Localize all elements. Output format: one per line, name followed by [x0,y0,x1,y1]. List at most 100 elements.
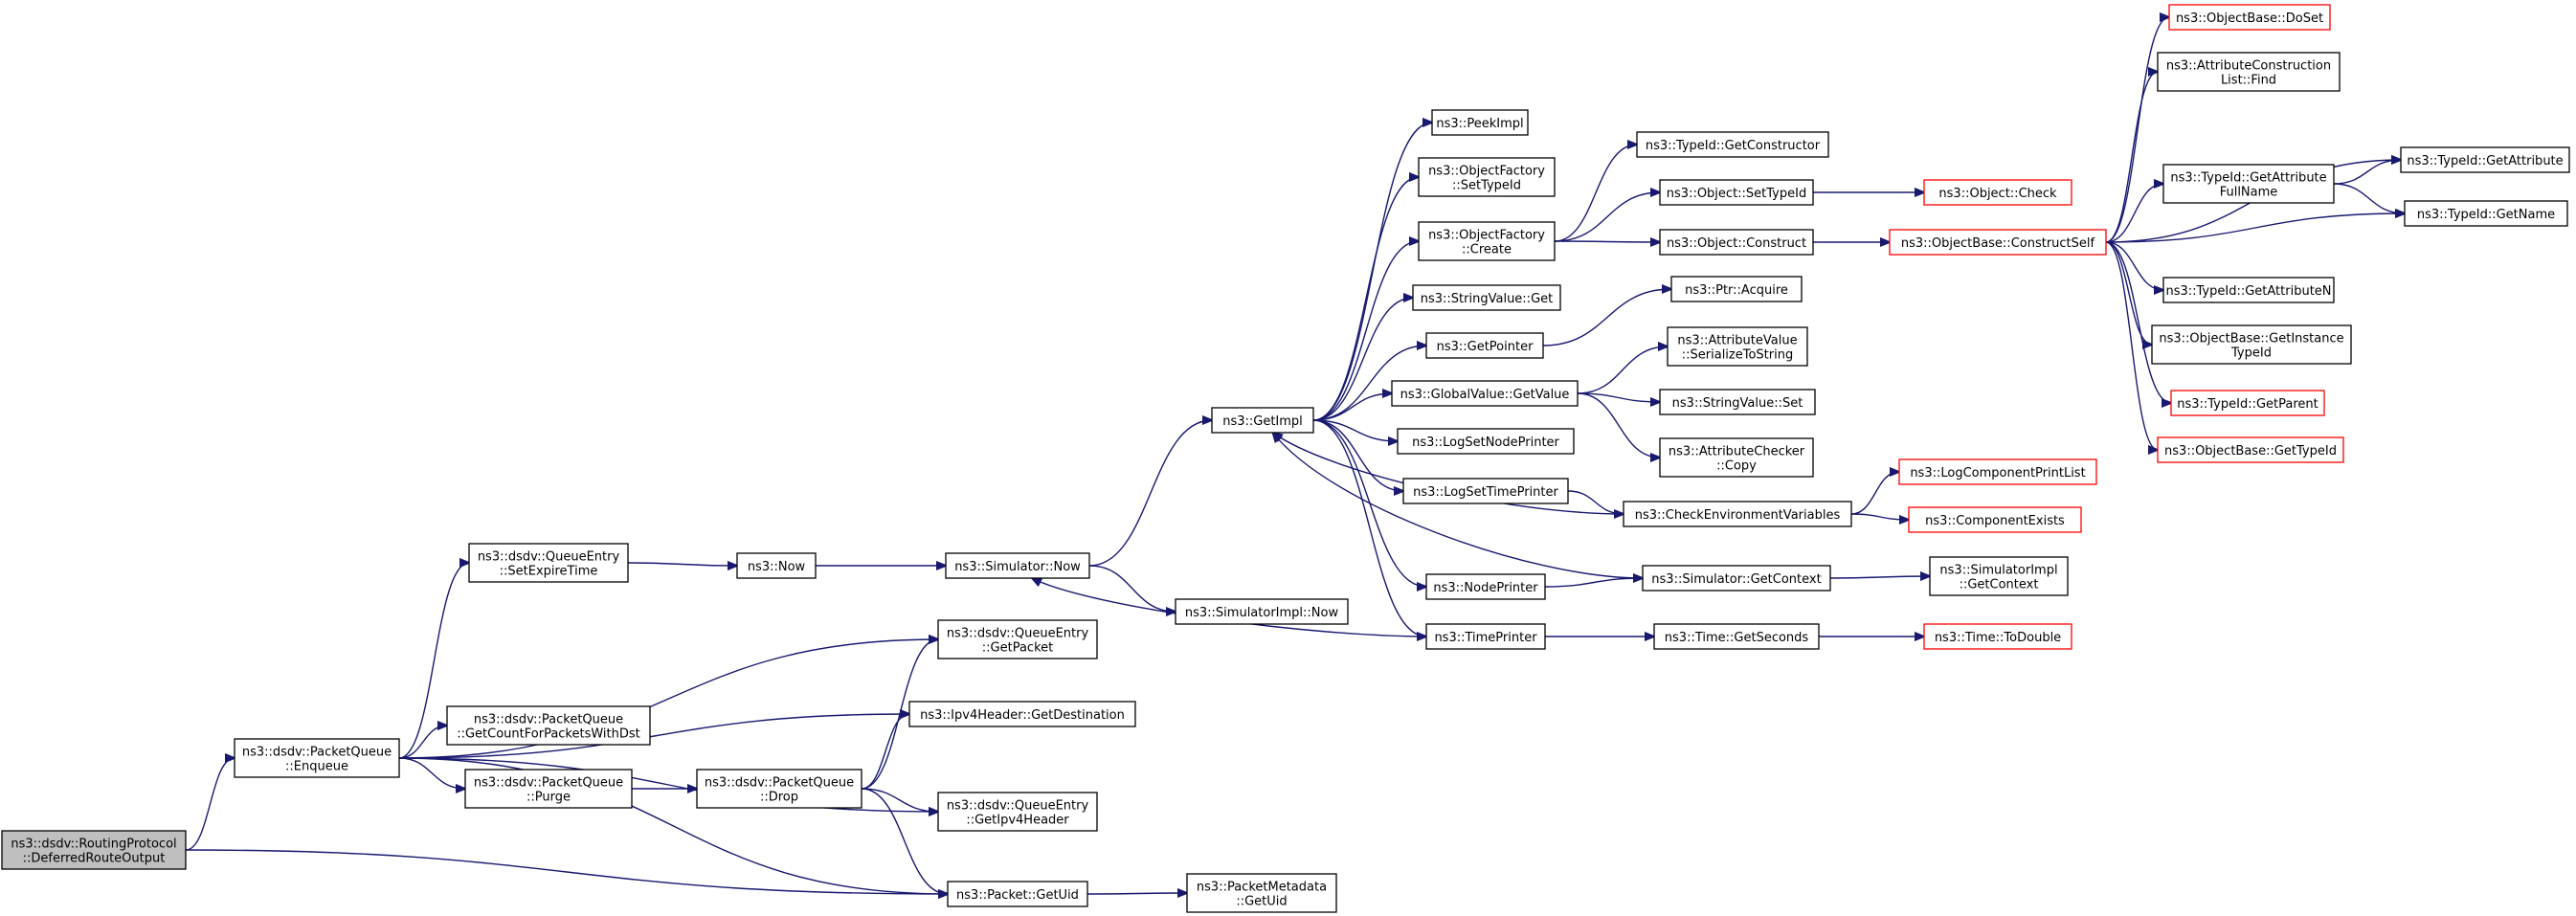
node-box [1923,623,2072,650]
node-label: ns3::dsdv::RoutingProtocol [11,838,176,852]
node-svget[interactable]: ns3::StringValue::Get [1412,284,1561,311]
node-label: TypeId [2230,346,2272,361]
node-label: ns3::dsdv::QueueEntry [947,799,1089,814]
edge-nodeprinter-to-simgetctx [1544,578,1643,588]
node-label: ::SetExpireTime [500,565,598,579]
node-label: ns3::Now [748,560,806,574]
node-label: ::Enqueue [285,760,348,774]
node-ptracquire[interactable]: ns3::Ptr::Acquire [1670,276,1803,302]
node-box [937,792,1098,832]
node-svset[interactable]: ns3::StringValue::Set [1659,389,1816,415]
node-label: ns3::Packet::GetUid [956,888,1079,903]
node-tidgetparent[interactable]: ns3::TypeId::GetParent [2170,390,2325,416]
edge-getimpl-to-gvgetvalue [1312,393,1392,421]
node-peekimpl[interactable]: ns3::PeekImpl [1431,109,1529,136]
node-logtime[interactable]: ns3::LogSetTimePrinter [1402,478,1569,504]
node-box [1211,407,1314,434]
node-box [1425,332,1544,359]
edge-checkenv-to-logcompprint [1850,472,1899,515]
node-label: ns3::ObjectBase::DoSet [2176,11,2323,26]
node-compexists[interactable]: ns3::ComponentExists [1908,506,2082,533]
node-box [1431,109,1529,136]
edge-simnow-to-getimpl [1088,420,1212,567]
node-nodeprinter[interactable]: ns3::NodePrinter [1425,573,1546,600]
node-ofcreate[interactable]: ns3::ObjectFactory::Create [1418,221,1556,261]
node-objsettypeid[interactable]: ns3::Object::SetTypeId [1659,179,1814,206]
node-setexpire[interactable]: ns3::dsdv::QueueEntry::SetExpireTime [468,543,629,583]
node-label: ns3::SimulatorImpl [1939,564,2057,578]
node-label: ::GetIpv4Header [966,814,1069,828]
node-getpacket[interactable]: ns3::dsdv::QueueEntry::GetPacket [937,619,1098,659]
node-objcheck[interactable]: ns3::Object::Check [1923,179,2072,206]
node-box [696,769,862,809]
node-label: ns3::TypeId::GetAttributeN [2165,284,2331,299]
node-label: ns3::PeekImpl [1436,117,1523,131]
node-objconstruct[interactable]: ns3::Object::Construct [1659,229,1814,256]
node-gvgetvalue[interactable]: ns3::GlobalValue::GetValue [1391,380,1579,407]
node-timetodouble[interactable]: ns3::Time::ToDouble [1923,623,2072,650]
node-drop[interactable]: ns3::dsdv::PacketQueue::Drop [696,769,862,809]
node-pmgetuid[interactable]: ns3::PacketMetadata::GetUid [1186,873,1337,913]
node-label: ns3::ComponentExists [1925,514,2065,528]
edge-getuid-to-pmgetuid [1086,893,1187,894]
node-label: ::SetTypeId [1452,179,1521,193]
edge-enqueue-to-setexpire [398,563,469,759]
node-getimpl[interactable]: ns3::GetImpl [1211,407,1314,434]
node-obconstructself[interactable]: ns3::ObjectBase::ConstructSelf [1889,229,2107,256]
edge-layer [185,17,2405,894]
node-tidgetattr[interactable]: ns3::TypeId::GetAttribute [2400,146,2570,173]
node-box [1659,229,1814,256]
node-avserialize[interactable]: ns3::AttributeValue::SerializeToString [1667,326,1808,367]
node-label: ns3::TimePrinter [1434,631,1537,645]
node-label: ns3::Ptr::Acquire [1685,283,1788,298]
node-tidgetattrn[interactable]: ns3::TypeId::GetAttributeN [2162,277,2335,303]
node-box [2168,4,2331,31]
node-logcompprint[interactable]: ns3::LogComponentPrintList [1898,458,2097,485]
node-checkenv[interactable]: ns3::CheckEnvironmentVariables [1623,501,1852,527]
node-box [1642,565,1831,592]
edge-obconstructself-to-tidgetattrfull [2105,184,2163,243]
node-obdoset[interactable]: ns3::ObjectBase::DoSet [2168,4,2331,31]
node-box [1653,623,1820,650]
node-getpointer[interactable]: ns3::GetPointer [1425,332,1544,359]
node-label: ::GetCountForPacketsWithDst [457,727,640,742]
node-box [1636,131,1829,158]
edge-root-to-enqueue [185,758,235,851]
node-label: ns3::StringValue::Get [1421,292,1553,306]
edge-getimpl-to-lognode [1312,419,1398,441]
node-simnow[interactable]: ns3::Simulator::Now [945,552,1090,579]
edge-getimpl-to-ofcreate [1312,241,1419,421]
node-accopy[interactable]: ns3::AttributeChecker::Copy [1659,437,1814,478]
node-label: ns3::Simulator::GetContext [1651,572,1821,587]
node-timegetsec[interactable]: ns3::Time::GetSeconds [1653,623,1820,650]
node-purge[interactable]: ns3::dsdv::PacketQueue::Purge [464,769,633,809]
node-getdest[interactable]: ns3::Ipv4Header::GetDestination [908,701,1136,727]
node-obgettypeid[interactable]: ns3::ObjectBase::GetTypeId [2157,436,2344,463]
node-root[interactable]: ns3::dsdv::RoutingProtocol::DeferredRout… [1,830,187,870]
node-now[interactable]: ns3::Now [736,552,817,579]
node-enqueue[interactable]: ns3::dsdv::PacketQueue::Enqueue [234,738,400,778]
node-ofsettypeid[interactable]: ns3::ObjectFactory::SetTypeId [1418,157,1556,197]
node-box [1898,458,2097,485]
node-lognode[interactable]: ns3::LogSetNodePrinter [1397,428,1575,455]
node-label: ns3::Object::Check [1938,187,2057,201]
node-getuid[interactable]: ns3::Packet::GetUid [947,881,1088,907]
node-label: ns3::ObjectBase::GetTypeId [2164,444,2337,458]
node-tidgetname[interactable]: ns3::TypeId::GetName [2404,200,2568,227]
node-simimplgetctx[interactable]: ns3::SimulatorImpl::GetContext [1929,556,2069,596]
node-label: ns3::Simulator::Now [954,560,1081,574]
node-timeprinter[interactable]: ns3::TimePrinter [1425,623,1546,650]
node-label: ns3::AttributeValue [1677,334,1797,348]
node-tidgetctor[interactable]: ns3::TypeId::GetConstructor [1636,131,1829,158]
node-getcount[interactable]: ns3::dsdv::PacketQueue::GetCountForPacke… [446,705,651,746]
node-label: ::GetContext [1960,578,2039,592]
node-getipv4[interactable]: ns3::dsdv::QueueEntry::GetIpv4Header [937,792,1098,832]
node-simgetctx[interactable]: ns3::Simulator::GetContext [1642,565,1831,592]
edge-ofcreate-to-tidgetctor [1554,145,1637,242]
node-box [464,769,633,809]
node-simimplnow[interactable]: ns3::SimulatorImpl::Now [1175,598,1349,625]
edge-obconstructself-to-tidgetattrn [2105,241,2163,290]
